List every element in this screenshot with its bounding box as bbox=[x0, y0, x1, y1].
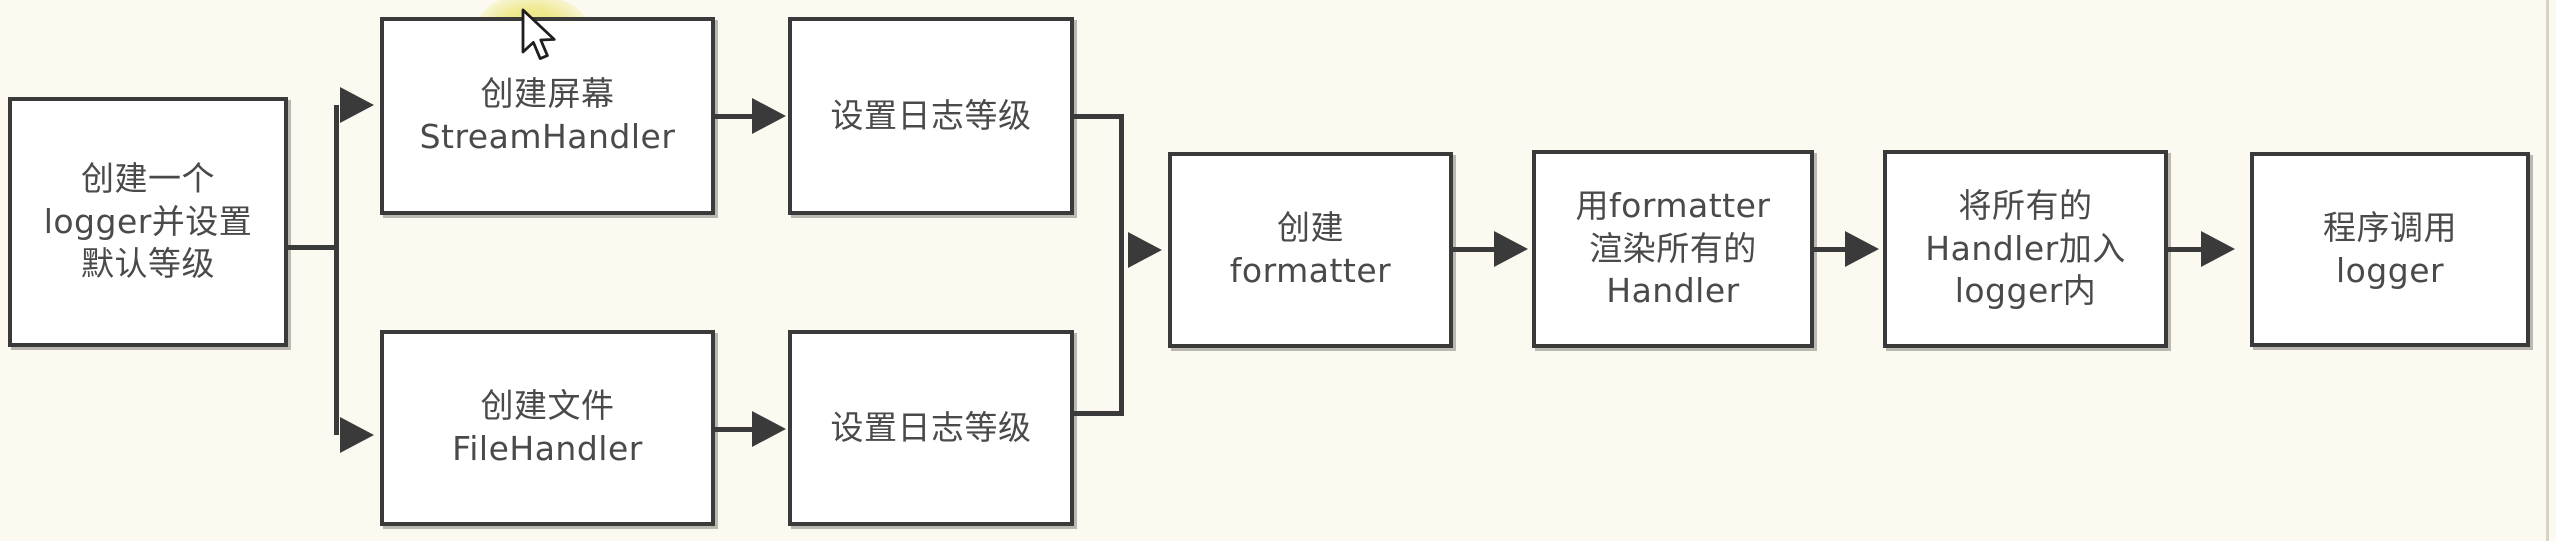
edge-logger-to-split bbox=[288, 245, 338, 250]
arrow-formatter-to-render bbox=[1494, 231, 1528, 267]
node-create-filehandler-label: 创建文件 FileHandler bbox=[452, 386, 643, 468]
node-create-formatter[interactable]: 创建 formatter bbox=[1168, 152, 1453, 348]
node-create-streamhandler[interactable]: 创建屏幕 StreamHandler bbox=[380, 17, 715, 215]
node-create-filehandler[interactable]: 创建文件 FileHandler bbox=[380, 330, 715, 526]
node-set-level-stream-label: 设置日志等级 bbox=[830, 95, 1032, 135]
node-render-handlers[interactable]: 用formatter 渲染所有的 Handler bbox=[1532, 150, 1814, 348]
edge-render-to-add bbox=[1814, 247, 1848, 252]
edge-split-spine bbox=[334, 105, 339, 435]
edge-merge-spine bbox=[1119, 114, 1124, 416]
node-create-logger[interactable]: 创建一个 logger并设置 默认等级 bbox=[8, 97, 288, 347]
arrow-split-to-filehandler bbox=[340, 417, 374, 453]
arrow-add-to-program bbox=[2201, 231, 2235, 267]
node-set-level-file-label: 设置日志等级 bbox=[830, 407, 1032, 447]
node-set-level-stream[interactable]: 设置日志等级 bbox=[788, 17, 1074, 215]
node-program-calls-logger[interactable]: 程序调用 logger bbox=[2250, 152, 2530, 347]
node-add-handlers-to-logger[interactable]: 将所有的 Handler加入 logger内 bbox=[1883, 150, 2168, 348]
arrow-merge-to-formatter bbox=[1128, 232, 1162, 268]
edge-streamhandler-to-setlevel bbox=[715, 114, 755, 119]
node-create-logger-label: 创建一个 logger并设置 默认等级 bbox=[43, 158, 253, 284]
edge-setlevel-stream-to-merge bbox=[1072, 114, 1124, 119]
arrow-streamhandler-to-setlevel bbox=[752, 98, 786, 134]
node-render-handlers-label: 用formatter 渲染所有的 Handler bbox=[1575, 185, 1771, 311]
arrow-render-to-add bbox=[1845, 231, 1879, 267]
edge-setlevel-file-to-merge bbox=[1072, 411, 1124, 416]
edge-filehandler-to-setlevel bbox=[715, 427, 755, 432]
edge-formatter-to-render bbox=[1453, 247, 1497, 252]
node-create-formatter-label: 创建 formatter bbox=[1229, 208, 1392, 290]
arrow-split-to-streamhandler bbox=[340, 87, 374, 123]
node-set-level-file[interactable]: 设置日志等级 bbox=[788, 330, 1074, 526]
edge-add-to-program bbox=[2168, 247, 2204, 252]
node-program-calls-logger-label: 程序调用 logger bbox=[2323, 207, 2457, 290]
node-add-handlers-to-logger-label: 将所有的 Handler加入 logger内 bbox=[1925, 185, 2126, 311]
arrow-filehandler-to-setlevel bbox=[752, 411, 786, 447]
node-create-streamhandler-label: 创建屏幕 StreamHandler bbox=[419, 74, 676, 156]
right-margin-rule bbox=[2546, 0, 2549, 541]
